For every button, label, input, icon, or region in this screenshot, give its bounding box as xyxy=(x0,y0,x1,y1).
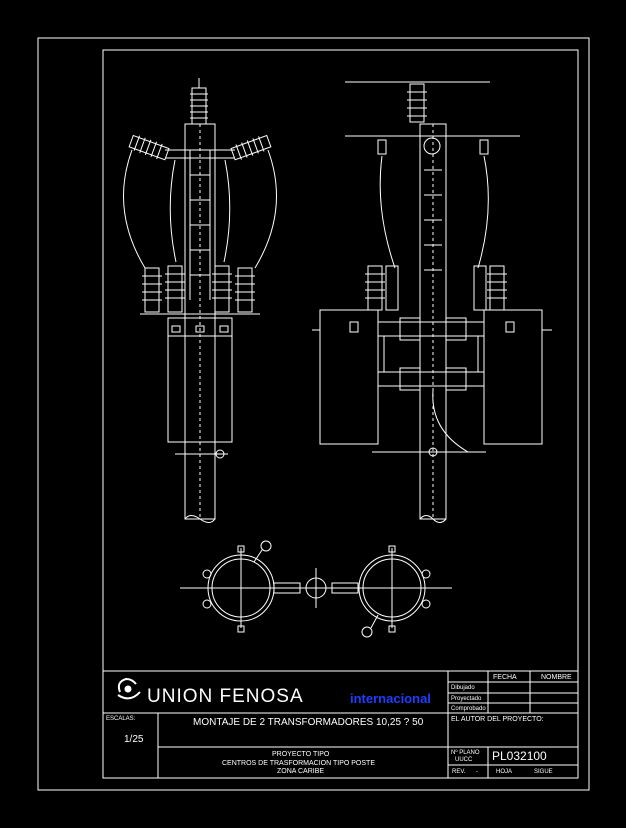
company-name: UNION FENOSA xyxy=(147,686,304,707)
transformer-front xyxy=(167,317,233,443)
drawing-title: MONTAJE DE 2 TRANSFORMADORES 10,25 ? 50 xyxy=(193,717,424,728)
row-dibujado: Dibujado xyxy=(451,685,475,691)
right-angled-insulator xyxy=(230,134,272,161)
row-comprobado: Comprobado xyxy=(451,706,486,712)
right-view-left-arresters xyxy=(365,265,399,311)
plan-number: PL032100 xyxy=(492,749,547,763)
plan-sub-label: UUCC xyxy=(455,757,473,763)
brand-subtitle: internacional xyxy=(350,691,431,706)
left-arresters xyxy=(142,265,185,313)
plan-label: Nº PLANO xyxy=(451,750,480,756)
hoja-label: HOJA xyxy=(496,769,513,775)
project-zone: ZONA CARIBE xyxy=(277,768,325,775)
outer-border xyxy=(37,37,590,791)
header-nombre: NOMBRE xyxy=(541,674,572,681)
right-elevation-view xyxy=(312,81,552,523)
project-type: PROYECTO TIPO xyxy=(272,751,330,758)
rev-value: - xyxy=(476,769,478,775)
transformer-right-side xyxy=(483,309,543,445)
plan-view xyxy=(180,540,452,638)
rev-label: REV. xyxy=(452,769,466,775)
inner-border xyxy=(102,49,579,779)
transformer-left-side xyxy=(319,309,379,445)
row-proyectado: Proyectado xyxy=(451,696,482,702)
left-angled-insulator xyxy=(128,134,170,161)
right-view-right-arresters xyxy=(473,265,507,311)
author-label: EL AUTOR DEL PROYECTO: xyxy=(451,716,544,723)
project-name: CENTROS DE TRASFORMACION TIPO POSTE xyxy=(222,760,375,767)
top-insulator xyxy=(190,78,208,125)
scale-label: ESCALAS: xyxy=(106,716,136,722)
scale-value: 1/25 xyxy=(124,734,144,745)
title-block xyxy=(102,670,579,779)
header-fecha: FECHA xyxy=(493,674,517,681)
union-fenosa-logo-icon xyxy=(117,677,141,700)
right-arresters xyxy=(212,265,255,313)
sigue-label: SIGUE xyxy=(534,769,553,775)
left-elevation-view xyxy=(123,78,277,523)
